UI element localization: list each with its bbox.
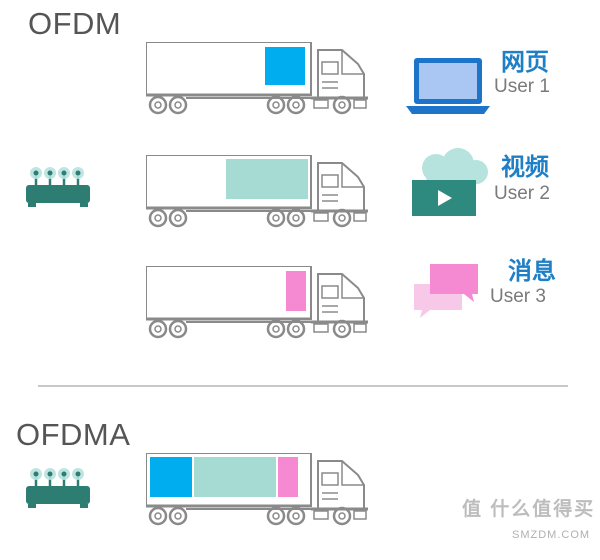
user-label-1: User 1 <box>494 76 550 97</box>
payload-user-3 <box>278 457 298 497</box>
user-label-3: User 3 <box>490 286 546 307</box>
watermark-brand: 值 什么值得买 <box>462 499 596 520</box>
truck-user-2 <box>146 155 370 228</box>
section-divider <box>38 385 568 387</box>
ofdma-title: OFDMA <box>16 417 131 452</box>
service-label-user-2: 视频 <box>501 154 549 181</box>
payload-user-2 <box>194 457 276 497</box>
ofdm-title: OFDM <box>28 6 122 41</box>
watermark-site: SMZDM.COM <box>512 529 591 541</box>
user-label-2: User 2 <box>494 183 550 204</box>
watermark: 值 什么值得买 SMZDM.COM <box>462 494 598 554</box>
payload-user-3 <box>286 271 306 311</box>
chat-bubbles-icon <box>414 264 478 318</box>
service-label-user-3: 消息 <box>508 258 556 285</box>
router-icon <box>26 466 92 510</box>
cloud-video-icon <box>412 148 488 216</box>
service-label-user-1: 网页 <box>501 49 549 76</box>
laptop-icon <box>406 58 490 114</box>
payload-user-1 <box>150 457 192 497</box>
truck-user-1 <box>146 42 370 115</box>
truck-user-3 <box>146 266 370 339</box>
payload-user-1 <box>265 47 305 85</box>
router-icon <box>26 165 92 209</box>
truck-ofdma <box>146 453 370 526</box>
payload-user-2 <box>226 159 308 199</box>
